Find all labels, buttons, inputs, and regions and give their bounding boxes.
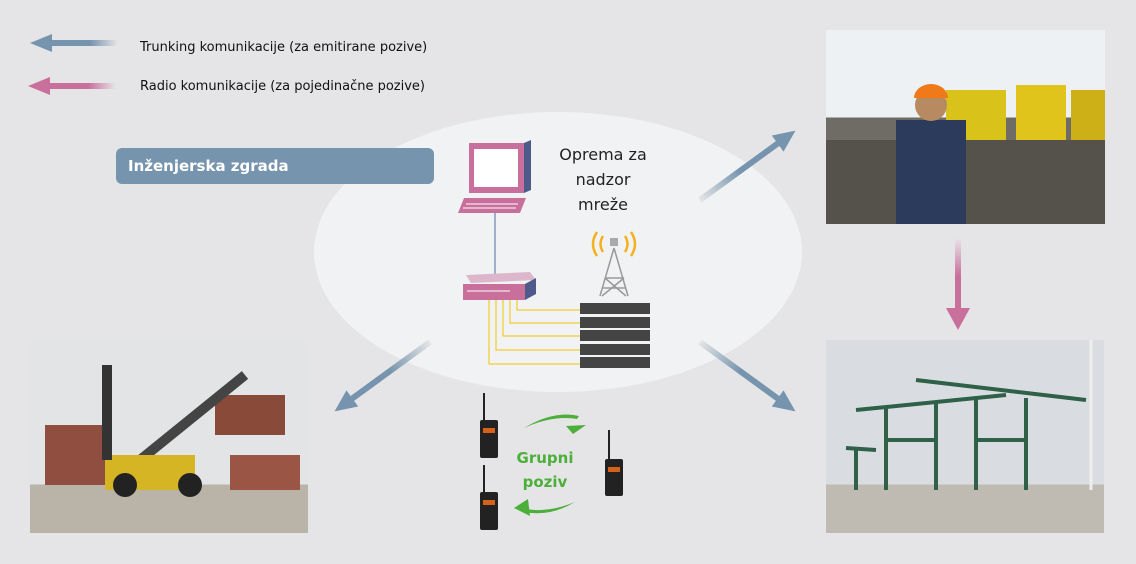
handheld-radio-icon (480, 465, 498, 530)
legend-radio-label: Radio komunikacije (za pojedinačne poziv… (140, 79, 426, 94)
radio-legend-arrow-icon (28, 77, 116, 95)
trunking-arrow-bottom-right (698, 339, 796, 412)
network-area-ellipse (314, 112, 802, 392)
equipment-label-line: mreže (578, 195, 628, 214)
antenna-tower-icon (591, 231, 637, 297)
network-switch-icon (463, 272, 536, 300)
group-call-label-line: poziv (522, 473, 568, 491)
computer-icon (458, 140, 531, 213)
trunking-legend-arrow-icon (30, 34, 118, 52)
building-label: Inženjerska zgrada (116, 148, 434, 184)
group-call-arrow-icon (514, 414, 586, 516)
reach-stacker-photo (30, 340, 308, 533)
equipment-label-line: Oprema za (559, 145, 647, 164)
group-call-label: Grupni poziv (512, 446, 578, 494)
radio-arrow-down (946, 238, 970, 330)
handheld-radio-icon (605, 430, 623, 496)
equipment-label: Oprema za nadzor mreže (548, 142, 658, 217)
yellow-cables (488, 300, 580, 365)
trunking-arrow-bottom-left (334, 339, 432, 412)
trunking-arrow-top-right (698, 130, 796, 203)
worker-photo (826, 30, 1105, 224)
base-station-rack-icon (580, 303, 650, 368)
handheld-radio-icon (480, 393, 498, 458)
equipment-label-line: nadzor (575, 170, 631, 189)
container-cranes-photo (826, 340, 1104, 533)
legend-trunking-label: Trunking komunikacije (za emitirane pozi… (140, 40, 428, 55)
group-call-label-line: Grupni (516, 449, 574, 467)
